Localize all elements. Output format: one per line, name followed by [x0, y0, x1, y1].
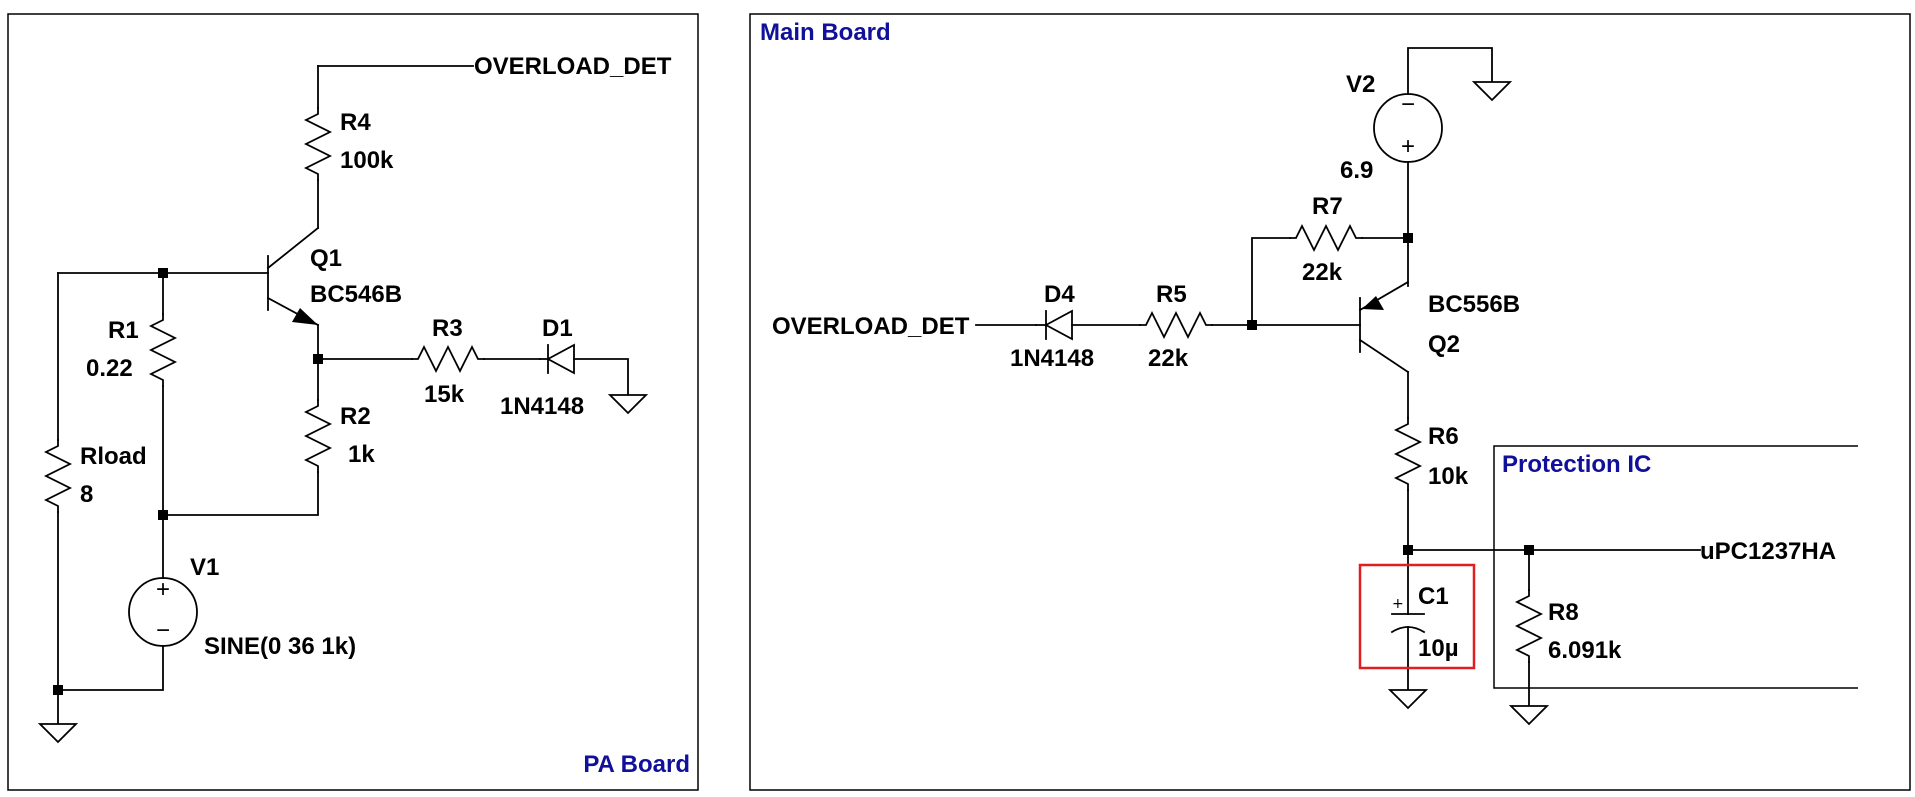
v1-ref: V1: [190, 554, 219, 581]
upc1237ha-net[interactable]: uPC1237HA: [1403, 538, 1836, 565]
svg-text:+: +: [1401, 133, 1415, 160]
rload-value: 8: [80, 481, 93, 508]
q2-value: BC556B: [1428, 291, 1520, 318]
resistor-r5[interactable]: R5 22k: [1139, 281, 1361, 372]
svg-text:−: −: [156, 617, 170, 644]
svg-text:−: −: [1401, 91, 1415, 118]
overload-det-output-label: OVERLOAD_DET: [474, 53, 672, 80]
c1-ref: C1: [1418, 583, 1449, 610]
r8-ref: R8: [1548, 599, 1579, 626]
r5-ref: R5: [1156, 281, 1187, 308]
main-board-block: Main Board: [749, 13, 1911, 791]
r4-ref: R4: [340, 109, 371, 136]
svg-text:+: +: [1392, 596, 1404, 612]
q1-ref: Q1: [310, 245, 342, 272]
pa-board-block: PA Board: [7, 13, 699, 791]
q1-base-net[interactable]: [57, 268, 269, 441]
r1-value: 0.22: [86, 355, 133, 382]
r4-value: 100k: [340, 147, 394, 174]
rload-ref: Rload: [80, 443, 147, 470]
overload-det-input-label[interactable]: OVERLOAD_DET: [772, 313, 970, 340]
ground-icon: [1508, 705, 1550, 726]
r6-value: 10k: [1428, 463, 1469, 490]
transistor-q1[interactable]: Q1 BC546B: [266, 226, 402, 327]
resistor-r2[interactable]: R2 1k: [158, 399, 375, 520]
d1-value: 1N4148: [500, 393, 584, 420]
resistor-r1[interactable]: R1 0.22: [86, 313, 178, 516]
v1-value: SINE(0 36 1k): [204, 633, 356, 660]
q2-ref: Q2: [1428, 331, 1460, 358]
main-board-frame: [749, 13, 1911, 791]
diode-d4[interactable]: D4 1N4148: [1010, 281, 1141, 372]
resistor-r4[interactable]: R4 100k: [303, 107, 394, 229]
q1-emitter-arrow: [292, 308, 318, 325]
v2-value: 6.9: [1340, 157, 1373, 184]
ground-icon: [1387, 689, 1429, 710]
resistor-rload[interactable]: Rload 8: [43, 439, 147, 691]
diode-d1[interactable]: D1 1N4148: [500, 315, 629, 420]
capacitor-c1[interactable]: + C1 10µ: [1390, 549, 1459, 691]
q1-value: BC546B: [310, 281, 402, 308]
transistor-q2[interactable]: BC556B Q2: [1358, 280, 1520, 374]
pa-board-frame: [7, 13, 699, 791]
protection-ic-block: Protection IC: [1493, 445, 1858, 689]
d4-ref: D4: [1044, 281, 1075, 308]
r1-ref: R1: [108, 317, 139, 344]
d4-value: 1N4148: [1010, 345, 1094, 372]
voltage-source-v1[interactable]: + − V1 SINE(0 36 1k): [57, 514, 356, 691]
voltage-source-v2[interactable]: − + V2 6.9: [1340, 47, 1493, 287]
ground-icon: [607, 394, 649, 415]
r2-value: 1k: [348, 441, 375, 468]
main-board-title: Main Board: [760, 19, 891, 46]
upc1237ha-label: uPC1237HA: [1700, 538, 1836, 565]
r3-value: 15k: [424, 381, 465, 408]
svg-text:+: +: [156, 576, 170, 603]
r3-ref: R3: [432, 315, 463, 342]
v2-ref: V2: [1346, 71, 1375, 98]
d1-ref: D1: [542, 315, 573, 342]
r7-ref: R7: [1312, 193, 1343, 220]
ground-icon: [37, 723, 79, 744]
resistor-r3[interactable]: R3 15k: [411, 315, 541, 408]
q2-emitter-arrow: [1362, 296, 1384, 310]
r6-ref: R6: [1428, 423, 1459, 450]
resistor-r7[interactable]: R7 22k: [1251, 193, 1413, 326]
pa-board-title: PA Board: [583, 751, 690, 778]
protection-ic-title: Protection IC: [1502, 451, 1651, 478]
r7-value: 22k: [1302, 259, 1343, 286]
r8-value: 6.091k: [1548, 637, 1622, 664]
r2-ref: R2: [340, 403, 371, 430]
resistor-r8[interactable]: R8 6.091k: [1514, 549, 1622, 707]
r5-value: 22k: [1148, 345, 1189, 372]
q1-emitter-net[interactable]: [313, 324, 413, 401]
ground-icon: [1471, 81, 1513, 102]
c1-selection-highlight: [1358, 563, 1476, 670]
overload-det-output-net[interactable]: OVERLOAD_DET: [317, 53, 672, 109]
resistor-r6[interactable]: R6 10k: [1393, 371, 1469, 551]
c1-value: 10µ: [1418, 635, 1459, 662]
